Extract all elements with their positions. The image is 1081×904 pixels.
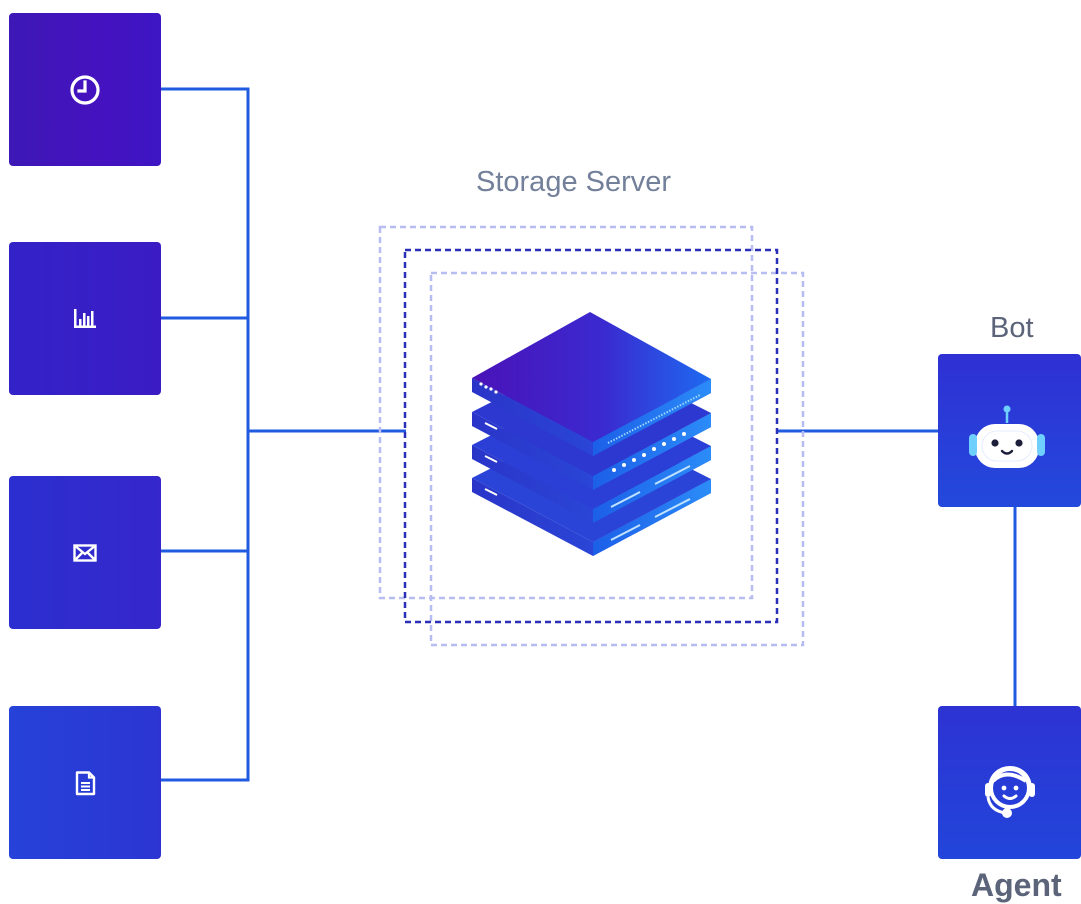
document-icon xyxy=(75,770,96,795)
source-tile-chart xyxy=(9,242,161,395)
storage-server-title: Storage Server xyxy=(476,166,672,198)
bot-label: Bot xyxy=(990,312,1034,344)
headset-agent-icon xyxy=(984,765,1035,818)
source-tile-mail xyxy=(9,476,161,629)
bar-chart-icon xyxy=(74,308,96,328)
dashed-frame-inner xyxy=(403,248,779,624)
envelope-icon xyxy=(73,543,97,562)
bot-tile xyxy=(938,354,1081,507)
source-tile-document xyxy=(9,706,161,859)
server-layer-1 xyxy=(472,312,711,456)
robot-icon xyxy=(968,405,1045,468)
source-tile-clock xyxy=(9,13,161,166)
dashed-frame-outer-left xyxy=(378,225,754,600)
agent-label: Agent xyxy=(971,867,1062,903)
clock-icon xyxy=(70,74,100,105)
agent-tile xyxy=(938,706,1081,859)
dashed-frame-outer-right xyxy=(429,271,805,647)
